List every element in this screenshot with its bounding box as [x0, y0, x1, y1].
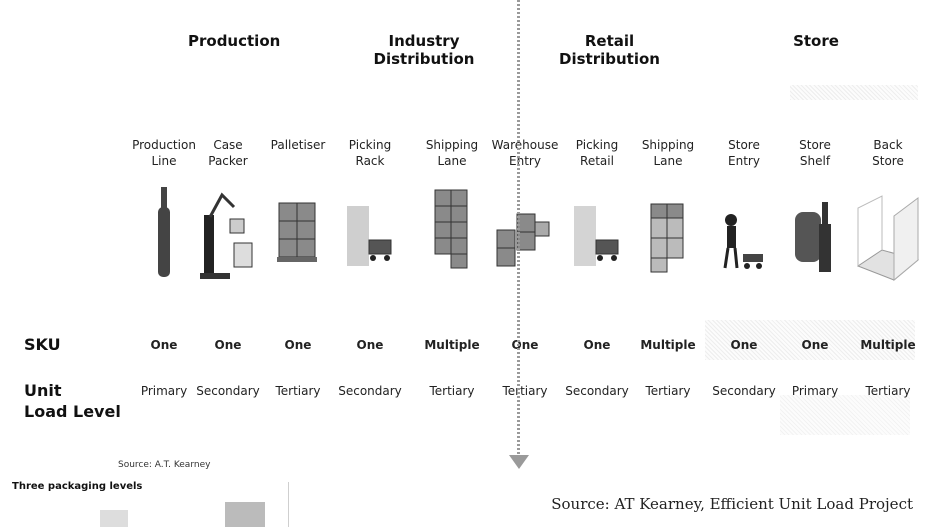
unit-cell-10: Tertiary [865, 384, 911, 398]
source-caption: Source: AT Kearney, Efficient Unit Load … [551, 495, 913, 513]
column-header-2: Palletiser [270, 138, 326, 152]
pallet-icon [275, 195, 321, 269]
sku-cell-10: Multiple [860, 338, 916, 352]
picking-rack-icon [345, 196, 395, 272]
sku-cell-0: One [150, 338, 178, 352]
shipping-stack-icon [433, 186, 471, 276]
bottle-icon [150, 185, 178, 284]
back-store-icon [854, 186, 922, 288]
unit-cell-8: Secondary [712, 384, 776, 398]
unit-cell-0: Primary [140, 384, 188, 398]
sku-cell-9: One [801, 338, 829, 352]
unit-cell-9: Primary [791, 384, 839, 398]
sku-cell-1: One [214, 338, 242, 352]
row-label-sku: SKU [24, 335, 61, 354]
sku-cell-3: One [356, 338, 384, 352]
dotted-divider [517, 0, 520, 455]
arrow-down-icon [509, 455, 529, 469]
sku-cell-2: One [284, 338, 312, 352]
unit-cell-7: Tertiary [645, 384, 691, 398]
sku-cell-6: One [583, 338, 611, 352]
inset-divider [288, 482, 289, 527]
shipping-stack-icon [649, 200, 687, 282]
stage-industry-distribution: Industry Distribution [373, 32, 475, 68]
inset-title: Three packaging levels [12, 481, 143, 492]
picking-retail-icon [572, 196, 622, 272]
sku-cell-5: One [511, 338, 539, 352]
unit-cell-6: Secondary [565, 384, 629, 398]
sku-cell-4: Multiple [424, 338, 480, 352]
unit-cell-3: Secondary [338, 384, 402, 398]
unit-cell-1: Secondary [196, 384, 260, 398]
unit-cell-2: Tertiary [275, 384, 321, 398]
inset-thumbnails [100, 502, 265, 527]
stage-retail-distribution: Retail Distribution [559, 32, 660, 68]
warehouse-entry-icon [495, 200, 555, 276]
sku-cell-8: One [730, 338, 758, 352]
source-note: Source: A.T. Kearney [118, 460, 211, 470]
unit-cell-4: Tertiary [429, 384, 475, 398]
store-entry-person-icon [719, 210, 769, 276]
stage-production: Production [188, 32, 281, 50]
store-shelf-icon [793, 198, 837, 280]
stage-store: Store [793, 32, 839, 50]
sku-cell-7: Multiple [640, 338, 696, 352]
case-packer-icon [200, 187, 256, 286]
unit-cell-5: Tertiary [502, 384, 548, 398]
